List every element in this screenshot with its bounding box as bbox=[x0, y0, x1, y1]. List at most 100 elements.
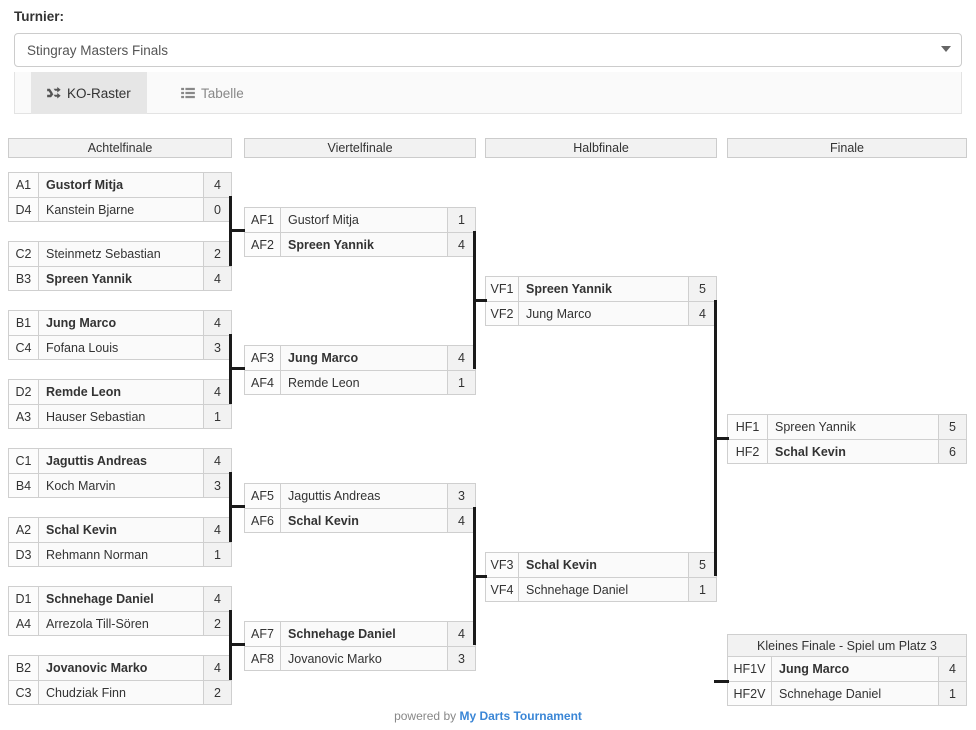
round-header-achtelfinale: Achtelfinale bbox=[8, 138, 232, 158]
seed-code: AF3 bbox=[245, 346, 281, 370]
match-row[interactable]: D3 Rehmann Norman 1 bbox=[9, 542, 231, 566]
match-row[interactable]: D4 Kanstein Bjarne 0 bbox=[9, 197, 231, 221]
match-r16-2[interactable]: C2 Steinmetz Sebastian 2 B3 Spreen Yanni… bbox=[8, 241, 232, 291]
seed-code: C2 bbox=[9, 242, 39, 266]
match-r16-6[interactable]: A2 Schal Kevin 4 D3 Rehmann Norman 1 bbox=[8, 517, 232, 567]
seed-code: C1 bbox=[9, 449, 39, 473]
score-value: 4 bbox=[203, 267, 231, 290]
match-row[interactable]: AF2 Spreen Yannik 4 bbox=[245, 232, 475, 256]
match-row[interactable]: AF1 Gustorf Mitja 1 bbox=[245, 208, 475, 232]
score-value: 1 bbox=[447, 208, 475, 232]
match-row[interactable]: HF1V Jung Marco 4 bbox=[728, 657, 966, 681]
match-row[interactable]: D2 Remde Leon 4 bbox=[9, 380, 231, 404]
player-name: Jung Marco bbox=[772, 657, 938, 681]
score-value: 1 bbox=[203, 405, 231, 428]
player-name: Gustorf Mitja bbox=[281, 208, 447, 232]
match-r16-7[interactable]: D1 Schnehage Daniel 4 A4 Arrezola Till-S… bbox=[8, 586, 232, 636]
player-name: Jovanovic Marko bbox=[39, 656, 203, 680]
player-name: Jung Marco bbox=[39, 311, 203, 335]
player-name: Jovanovic Marko bbox=[281, 647, 447, 670]
match-row[interactable]: A4 Arrezola Till-Sören 2 bbox=[9, 611, 231, 635]
score-value: 1 bbox=[447, 371, 475, 394]
seed-code: B4 bbox=[9, 474, 39, 497]
score-value: 5 bbox=[938, 415, 966, 439]
score-value: 4 bbox=[203, 380, 231, 404]
seed-code: HF2V bbox=[728, 682, 772, 705]
seed-code: C4 bbox=[9, 336, 39, 359]
player-name: Schal Kevin bbox=[281, 509, 447, 532]
match-r16-3[interactable]: B1 Jung Marco 4 C4 Fofana Louis 3 bbox=[8, 310, 232, 360]
match-row[interactable]: B2 Jovanovic Marko 4 bbox=[9, 656, 231, 680]
match-third-place[interactable]: Kleines Finale - Spiel um Platz 3 HF1V J… bbox=[727, 634, 967, 706]
match-row[interactable]: B4 Koch Marvin 3 bbox=[9, 473, 231, 497]
match-row[interactable]: C2 Steinmetz Sebastian 2 bbox=[9, 242, 231, 266]
score-value: 4 bbox=[203, 518, 231, 542]
seed-code: C3 bbox=[9, 681, 39, 704]
score-value: 4 bbox=[203, 656, 231, 680]
match-final[interactable]: HF1 Spreen Yannik 5 HF2 Schal Kevin 6 bbox=[727, 414, 967, 464]
match-row[interactable]: A3 Hauser Sebastian 1 bbox=[9, 404, 231, 428]
player-name: Spreen Yannik bbox=[768, 415, 938, 439]
footer-brand-link[interactable]: My Darts Tournament bbox=[459, 709, 582, 723]
match-r16-8[interactable]: B2 Jovanovic Marko 4 C3 Chudziak Finn 2 bbox=[8, 655, 232, 705]
match-row[interactable]: AF8 Jovanovic Marko 3 bbox=[245, 646, 475, 670]
match-r16-4[interactable]: D2 Remde Leon 4 A3 Hauser Sebastian 1 bbox=[8, 379, 232, 429]
match-row[interactable]: VF2 Jung Marco 4 bbox=[486, 301, 716, 325]
match-qf-4[interactable]: AF7 Schnehage Daniel 4 AF8 Jovanovic Mar… bbox=[244, 621, 476, 671]
match-sf-2[interactable]: VF3 Schal Kevin 5 VF4 Schnehage Daniel 1 bbox=[485, 552, 717, 602]
match-row[interactable]: AF7 Schnehage Daniel 4 bbox=[245, 622, 475, 646]
score-value: 5 bbox=[688, 553, 716, 577]
view-tabs: KO-Raster Tabelle bbox=[14, 72, 962, 114]
match-row[interactable]: A2 Schal Kevin 4 bbox=[9, 518, 231, 542]
match-row[interactable]: C3 Chudziak Finn 2 bbox=[9, 680, 231, 704]
match-row[interactable]: A1 Gustorf Mitja 4 bbox=[9, 173, 231, 197]
match-row[interactable]: C4 Fofana Louis 3 bbox=[9, 335, 231, 359]
connector-third-place-in bbox=[714, 680, 729, 683]
seed-code: A2 bbox=[9, 518, 39, 542]
match-row[interactable]: AF6 Schal Kevin 4 bbox=[245, 508, 475, 532]
match-row[interactable]: VF3 Schal Kevin 5 bbox=[486, 553, 716, 577]
match-row[interactable]: B1 Jung Marco 4 bbox=[9, 311, 231, 335]
match-row[interactable]: AF5 Jaguttis Andreas 3 bbox=[245, 484, 475, 508]
match-qf-2[interactable]: AF3 Jung Marco 4 AF4 Remde Leon 1 bbox=[244, 345, 476, 395]
match-row[interactable]: VF4 Schnehage Daniel 1 bbox=[486, 577, 716, 601]
player-name: Schal Kevin bbox=[519, 553, 688, 577]
seed-code: AF8 bbox=[245, 647, 281, 670]
seed-code: HF1V bbox=[728, 657, 772, 681]
connector-r16-qf-2-out bbox=[229, 367, 245, 370]
match-qf-1[interactable]: AF1 Gustorf Mitja 1 AF2 Spreen Yannik 4 bbox=[244, 207, 476, 257]
connector-r16-qf-1-out bbox=[229, 229, 245, 232]
round-header-viertelfinale: Viertelfinale bbox=[244, 138, 476, 158]
score-value: 1 bbox=[203, 543, 231, 566]
seed-code: HF2 bbox=[728, 440, 768, 463]
tab-ko-raster[interactable]: KO-Raster bbox=[31, 72, 147, 114]
connector-sf-final-out bbox=[714, 437, 729, 440]
match-row[interactable]: B3 Spreen Yannik 4 bbox=[9, 266, 231, 290]
match-r16-1[interactable]: A1 Gustorf Mitja 4 D4 Kanstein Bjarne 0 bbox=[8, 172, 232, 222]
match-sf-1[interactable]: VF1 Spreen Yannik 5 VF2 Jung Marco 4 bbox=[485, 276, 717, 326]
match-row[interactable]: C1 Jaguttis Andreas 4 bbox=[9, 449, 231, 473]
match-qf-3[interactable]: AF5 Jaguttis Andreas 3 AF6 Schal Kevin 4 bbox=[244, 483, 476, 533]
score-value: 4 bbox=[688, 302, 716, 325]
player-name: Hauser Sebastian bbox=[39, 405, 203, 428]
tab-ko-raster-label: KO-Raster bbox=[67, 85, 131, 101]
seed-code: D3 bbox=[9, 543, 39, 566]
player-name: Fofana Louis bbox=[39, 336, 203, 359]
match-r16-5[interactable]: C1 Jaguttis Andreas 4 B4 Koch Marvin 3 bbox=[8, 448, 232, 498]
match-row[interactable]: AF3 Jung Marco 4 bbox=[245, 346, 475, 370]
match-row[interactable]: AF4 Remde Leon 1 bbox=[245, 370, 475, 394]
score-value: 4 bbox=[203, 449, 231, 473]
match-row[interactable]: VF1 Spreen Yannik 5 bbox=[486, 277, 716, 301]
tournament-select[interactable]: Stingray Masters Finals bbox=[14, 33, 962, 67]
seed-code: VF1 bbox=[486, 277, 519, 301]
connector-r16-qf-4-out bbox=[229, 643, 245, 646]
tab-tabelle[interactable]: Tabelle bbox=[165, 72, 260, 114]
match-row[interactable]: HF2V Schnehage Daniel 1 bbox=[728, 681, 966, 705]
match-row[interactable]: HF2 Schal Kevin 6 bbox=[728, 439, 966, 463]
match-row[interactable]: D1 Schnehage Daniel 4 bbox=[9, 587, 231, 611]
player-name: Chudziak Finn bbox=[39, 681, 203, 704]
seed-code: D2 bbox=[9, 380, 39, 404]
player-name: Jung Marco bbox=[281, 346, 447, 370]
match-row[interactable]: HF1 Spreen Yannik 5 bbox=[728, 415, 966, 439]
